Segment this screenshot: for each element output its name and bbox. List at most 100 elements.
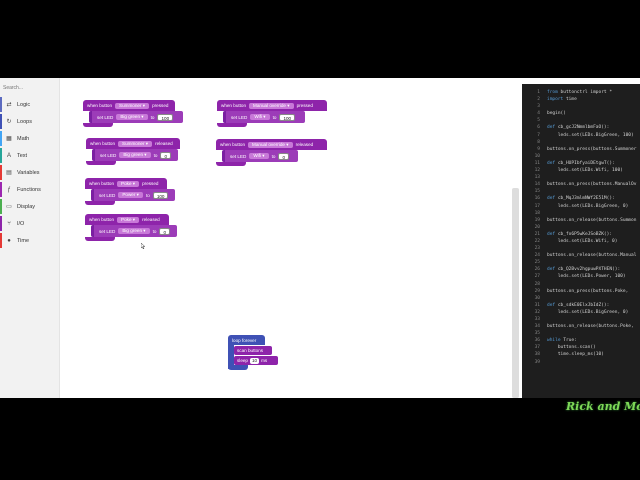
- led-value-input[interactable]: 100: [157, 113, 174, 121]
- math-icon: ▦: [6, 135, 12, 142]
- led-dropdown[interactable]: Wifi: [250, 114, 270, 120]
- loop-forever-header[interactable]: loop forever: [228, 335, 265, 345]
- block-footer: [85, 201, 115, 205]
- blocks-workspace[interactable]: when button Summoner pressed set LED Big…: [60, 78, 522, 398]
- sleep-label: sleep: [237, 358, 248, 363]
- code-text: def cb_gcJ2NmmlbmFaO():: [547, 125, 610, 131]
- code-line: 10: [522, 153, 640, 160]
- led-value-input[interactable]: 0: [278, 152, 289, 160]
- toolbox-item-display[interactable]: ▭ Display: [0, 199, 60, 214]
- button-dropdown[interactable]: Poke: [117, 216, 140, 223]
- event-block-header[interactable]: when button Manual override released: [216, 139, 327, 150]
- line-number: 31: [534, 302, 540, 308]
- code-line: 31 def cb_sdkE0ElxJbIdZ():: [522, 302, 640, 309]
- toolbox-item-time[interactable]: ● Time: [0, 233, 60, 248]
- event-block-header[interactable]: when button Poke released: [85, 214, 169, 225]
- set-led-label: set LED: [99, 192, 116, 198]
- block-footer: [217, 123, 247, 127]
- code-line: 28: [522, 281, 640, 288]
- led-dropdown[interactable]: Wifi: [249, 153, 269, 159]
- line-number: 17: [534, 203, 540, 209]
- line-number: 5: [537, 118, 540, 124]
- scan-buttons-block[interactable]: scan buttons: [234, 346, 272, 355]
- workspace-scrollbar[interactable]: [512, 188, 519, 398]
- line-number: 3: [537, 104, 540, 110]
- line-number: 30: [534, 295, 540, 301]
- led-value-input[interactable]: 0: [160, 151, 172, 159]
- code-text: def cb_sdkE0ElxJbIdZ():: [547, 302, 610, 308]
- logic-icon: ⇄: [6, 101, 12, 108]
- code-text: while True:: [547, 338, 577, 344]
- led-dropdown[interactable]: Big green: [119, 152, 151, 158]
- toolbox-item-text[interactable]: A Text: [0, 148, 60, 163]
- led-value-input[interactable]: 0: [159, 227, 171, 235]
- code-line: 13: [522, 174, 640, 181]
- keyword: def: [547, 267, 556, 273]
- category-stripe: [0, 233, 2, 248]
- block-footer: [86, 161, 116, 165]
- toolbox-item-io[interactable]: ⑂ I/O: [0, 216, 60, 231]
- set-led-block[interactable]: set LED Wifi to 0: [222, 150, 298, 162]
- line-number: 4: [537, 111, 540, 117]
- event-label: when button: [220, 142, 246, 147]
- button-dropdown[interactable]: Manual override: [249, 102, 294, 109]
- event-block-header[interactable]: when button Poke pressed: [85, 178, 167, 189]
- line-number: 25: [534, 260, 540, 266]
- button-dropdown[interactable]: Poke: [117, 180, 140, 187]
- set-led-block[interactable]: set LED Power to 100: [91, 189, 175, 201]
- keyword: def: [547, 231, 556, 237]
- set-led-block[interactable]: set LED Big green to 0: [91, 225, 177, 237]
- button-dropdown[interactable]: Summoner: [115, 102, 150, 109]
- line-number: 9: [537, 146, 540, 152]
- led-dropdown[interactable]: Big green: [118, 228, 150, 234]
- toolbox-item-math[interactable]: ▦ Math: [0, 131, 60, 146]
- led-value-input[interactable]: 100: [152, 191, 169, 199]
- toolbox-item-logic[interactable]: ⇄ Logic: [0, 97, 60, 112]
- set-led-block[interactable]: set LED Wifi to 100: [223, 111, 305, 123]
- code-line: 8: [522, 139, 640, 146]
- led-dropdown[interactable]: Power: [118, 192, 143, 198]
- code-text: begin(): [547, 111, 566, 117]
- text-icon: A: [6, 152, 11, 159]
- rick-and-morty-logo: Rick and Morty: [566, 400, 640, 413]
- sleep-value-input[interactable]: 10: [249, 357, 260, 364]
- button-dropdown[interactable]: Summoner: [118, 140, 153, 147]
- toolbox-item-label: Loops: [17, 118, 32, 125]
- led-value-input[interactable]: 100: [279, 113, 296, 121]
- category-stripe: [0, 97, 2, 112]
- button-dropdown[interactable]: Manual override: [248, 141, 293, 148]
- toolbox-item-loops[interactable]: ↻ Loops: [0, 114, 60, 129]
- action-label: released: [142, 217, 160, 222]
- line-number: 36: [534, 338, 540, 344]
- event-block-header[interactable]: when button Manual override pressed: [217, 100, 327, 111]
- line-number: 29: [534, 288, 540, 294]
- code-text: buttons.on_release(buttons.Manual: [547, 253, 637, 259]
- toolbox-item-variables[interactable]: ▤ Variables: [0, 165, 60, 180]
- keyword: def: [547, 196, 556, 202]
- action-label: released: [155, 141, 173, 146]
- letterbox-bottom: [0, 398, 640, 480]
- category-stripe: [0, 216, 2, 231]
- event-block-header[interactable]: when button Summoner released: [86, 138, 180, 149]
- line-number: 21: [534, 231, 540, 237]
- led-dropdown[interactable]: Big green: [116, 114, 148, 120]
- line-number: 16: [534, 196, 540, 202]
- code-line: 22 leds.set(LEDs.Wifi, 0): [522, 238, 640, 245]
- set-led-block[interactable]: set LED Big green to 0: [92, 149, 178, 161]
- line-number: 24: [534, 253, 540, 259]
- line-number: 27: [534, 274, 540, 280]
- toolbox-search-input[interactable]: [3, 83, 57, 93]
- set-led-block[interactable]: set LED Big green to 100: [89, 111, 183, 123]
- block-footer: [83, 123, 113, 127]
- toolbox-item-functions[interactable]: ƒ Functions: [0, 182, 60, 197]
- to-label: to: [271, 153, 276, 159]
- code-line: 37 buttons.scan(): [522, 344, 640, 351]
- sleep-block[interactable]: sleep 10 ms: [234, 356, 278, 365]
- to-label: to: [153, 152, 158, 158]
- line-number: 6: [537, 125, 540, 131]
- event-block-header[interactable]: when button Summoner pressed: [83, 100, 175, 111]
